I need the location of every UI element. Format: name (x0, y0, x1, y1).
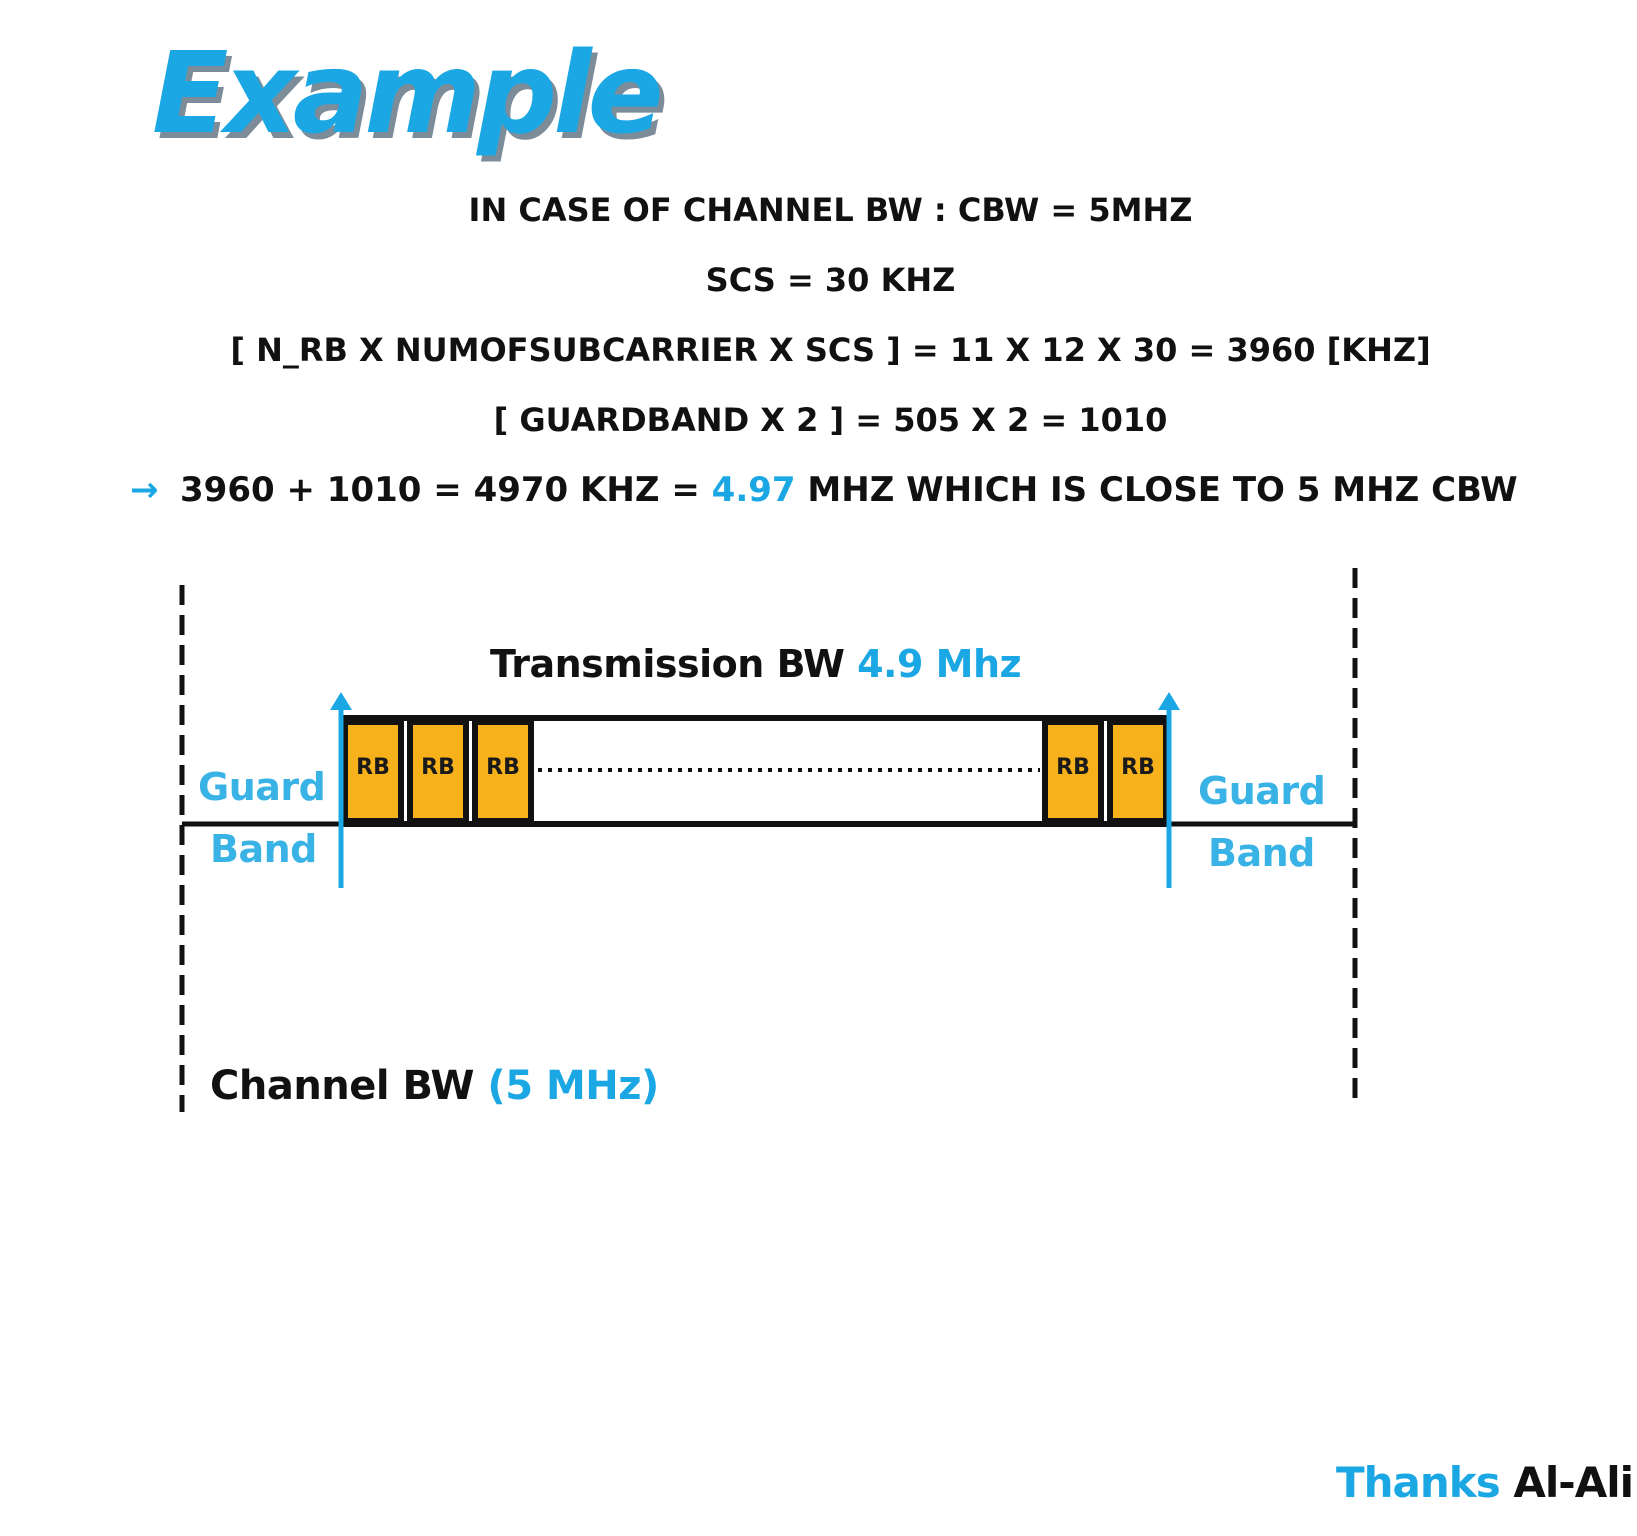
rb-label-4: RB (1056, 755, 1090, 780)
footer-author: Al-Ali (1513, 1458, 1634, 1507)
formula-line-guardband: [ GUARDBAND X 2 ] = 505 X 2 = 1010 (493, 401, 1168, 439)
footer-thanks: Thanks (1336, 1458, 1501, 1507)
guard-band-left-line2: Band (210, 827, 317, 871)
result-prefix: 3960 + 1010 = 4970 KHZ = (180, 470, 712, 510)
rb-label-3: RB (486, 755, 520, 780)
rb-block-1 (342, 719, 404, 824)
rb-label-5: RB (1121, 755, 1155, 780)
arrow-up-icon-left (330, 692, 352, 710)
formula-line-result: → 3960 + 1010 = 4970 KHZ = 4.97 MHZ WHICH… (130, 470, 1518, 510)
channel-bw-value: (5 MHz) (487, 1063, 659, 1109)
result-highlight: 4.97 (711, 470, 796, 510)
right-arrow-icon: → (130, 470, 159, 510)
transmission-bw-label: Transmission BW 4.9 Mhz (490, 642, 1022, 686)
result-suffix: MHZ WHICH IS CLOSE TO 5 MHZ CBW (795, 470, 1518, 510)
page-title: Example (152, 29, 664, 159)
guard-band-left-line1: Guard (198, 765, 326, 809)
channel-bw-text: Channel BW (210, 1063, 474, 1109)
credits-footer: Thanks Al-Ali (1336, 1462, 1634, 1504)
guard-band-right-line1: Guard (1198, 769, 1326, 813)
rb-block-3 (472, 719, 534, 824)
formula-line-scs: SCS = 30 KHZ (705, 261, 956, 299)
rb-label-2: RB (421, 755, 455, 780)
transmission-bw-text: Transmission BW (490, 642, 845, 686)
transmission-bw-value: 4.9 Mhz (857, 642, 1022, 686)
rb-block-5 (1107, 719, 1169, 824)
channel-bw-label: Channel BW (5 MHz) (210, 1066, 659, 1106)
rb-block-4 (1042, 719, 1104, 824)
rb-label-1: RB (356, 755, 390, 780)
guard-band-right-line2: Band (1208, 831, 1315, 875)
formula-line-cbw: IN CASE OF CHANNEL BW : CBW = 5MHZ (468, 191, 1193, 229)
arrow-up-icon-right (1158, 692, 1180, 710)
rb-block-2 (407, 719, 469, 824)
formula-line-nrb: [ N_RB X NUMOFSUBCARRIER X SCS ] = 11 X … (230, 331, 1431, 369)
